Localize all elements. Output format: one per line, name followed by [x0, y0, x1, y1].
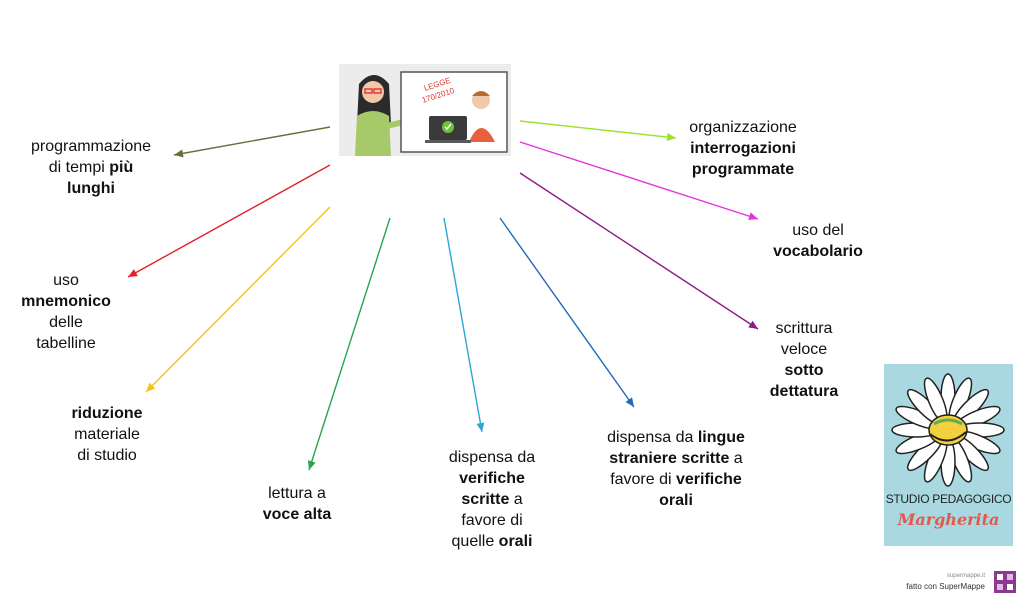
daisy-icon [891, 373, 1005, 487]
arrow-dispensa-verifiche [443, 217, 485, 433]
arrow-vocabolario [519, 141, 759, 221]
arrow-lettura [307, 217, 391, 471]
supermappe-logo-icon [994, 571, 1016, 593]
credit-text: fatto con SuperMappe [906, 582, 985, 591]
arrow-mnemonico [127, 164, 331, 278]
arrow-dispensa-lingue [499, 217, 635, 408]
supermappe-credit[interactable]: supermappe.it fatto con SuperMappe [899, 571, 1019, 595]
studio-logo: STUDIO PEDAGOGICO Margherita [884, 364, 1013, 546]
credit-site: supermappe.it [946, 573, 985, 579]
logo-line-studio: STUDIO PEDAGOGICO [885, 492, 1012, 506]
arrow-programmazione [173, 126, 331, 158]
arrow-riduzione [145, 206, 331, 393]
arrow-interrogazioni [519, 120, 677, 142]
central-illustration: LEGGE 170/2010 [339, 64, 511, 156]
whiteboard: LEGGE 170/2010 [400, 71, 508, 153]
logo-line-margherita: Margherita [897, 510, 1000, 529]
teacher-figure [355, 75, 416, 156]
arrow-scrittura [519, 172, 759, 330]
